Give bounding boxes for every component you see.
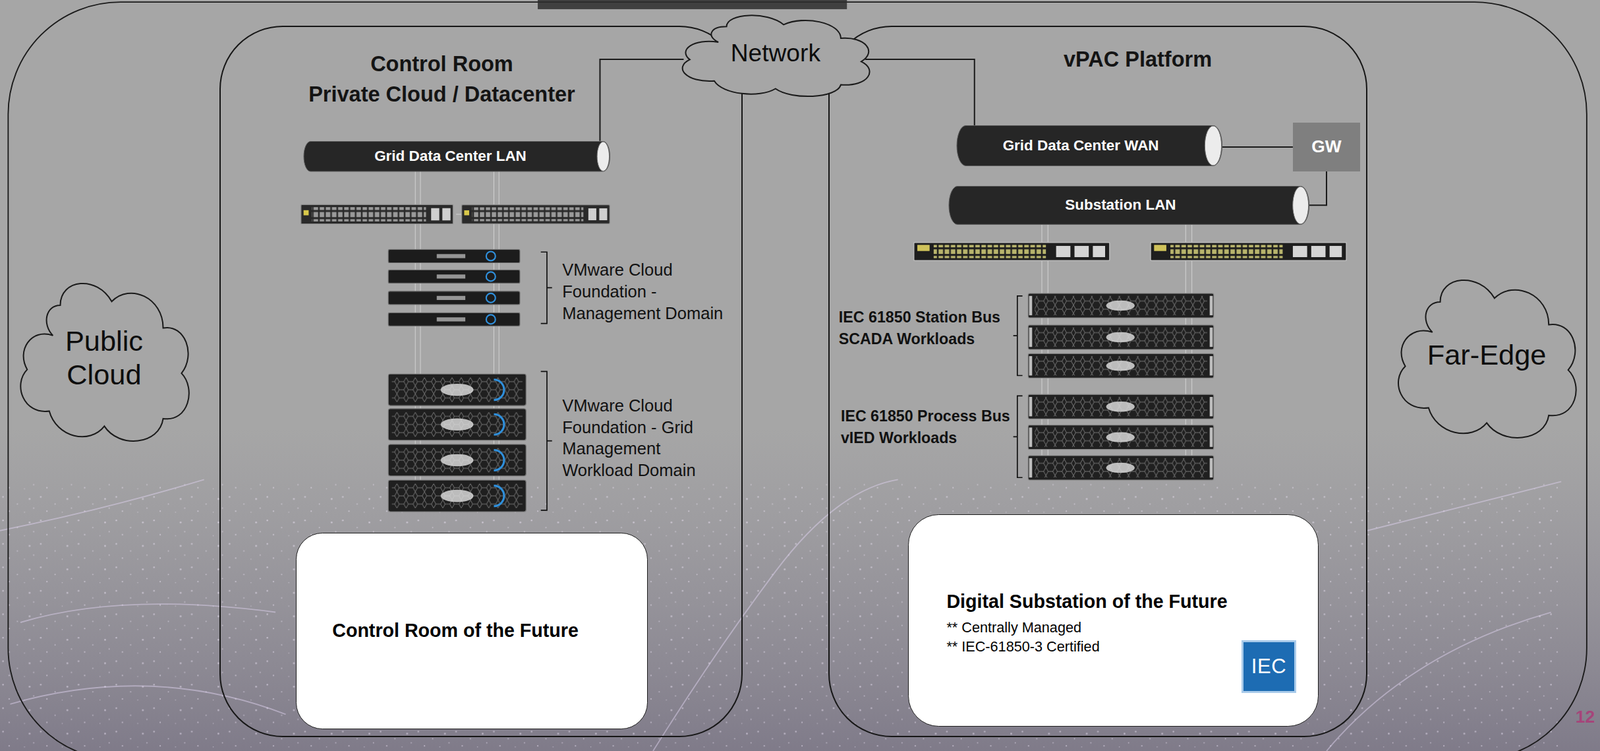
street-line [1326, 612, 1552, 751]
vision-box: Digital Substation of the Future ** Centr… [908, 514, 1318, 727]
cylinder-cap [597, 141, 610, 171]
vpac-panel: Grid Data Center WAN GW Substation LAN Digi… [828, 25, 1368, 737]
cylinder-cap [1292, 186, 1309, 225]
network-switch [914, 242, 1110, 261]
network-link [1222, 146, 1293, 148]
public-cloud: Public Cloud [12, 263, 197, 453]
far-edge-cloud: Far-Edge [1389, 260, 1584, 449]
page-number: 12 [1575, 706, 1595, 727]
node-text: Grid Data Center WAN [1002, 137, 1160, 155]
street-line [20, 603, 276, 623]
cylinder-body [956, 125, 1223, 167]
city-shade [0, 428, 1600, 751]
street-line [653, 479, 899, 751]
lan-bus-bar: Substation LAN [948, 185, 1310, 225]
server-2u [388, 373, 526, 406]
node-text: Network [730, 38, 821, 68]
node-text: Digital Substation of the Future [946, 590, 1228, 613]
server-1u [388, 312, 520, 326]
bracket [1013, 295, 1023, 376]
network-link [1309, 171, 1327, 205]
server-1u [388, 291, 520, 305]
server-1u [388, 269, 520, 283]
street-line [0, 479, 205, 530]
lan-bus-bar: Grid Data Center LAN [303, 141, 611, 172]
node-text: Public Cloud [46, 324, 161, 392]
group-label: VMware Cloud Foundation - Management Dom… [562, 258, 738, 324]
city-streets [0, 479, 1562, 751]
street-line [9, 685, 286, 714]
node-text: ** Centrally Managed [946, 617, 1082, 637]
network-switch [301, 204, 454, 224]
server-1u [388, 249, 520, 263]
server-2u [388, 408, 526, 441]
bracket [541, 371, 553, 510]
wan-bus-bar: Grid Data Center WAN [956, 125, 1223, 167]
cable [456, 213, 462, 215]
control-room-panel: Grid Data Center LAN Control Room of the … [219, 25, 743, 737]
node-text: Grid Data Center LAN [374, 147, 527, 165]
server-rack [1028, 324, 1214, 350]
server-rack [1028, 293, 1214, 318]
cloud-shape [682, 15, 870, 97]
network-switch [461, 204, 611, 225]
node-text: Control Room of the Future [332, 619, 579, 642]
outer-region [7, 1, 1587, 751]
node-text: Far-Edge [1427, 338, 1547, 372]
node-text: Substation LAN [1064, 196, 1176, 214]
server-2u [388, 444, 526, 476]
cloud-outline [12, 263, 197, 453]
group-brackets [541, 251, 1023, 511]
cylinder-cap [1205, 125, 1222, 166]
network-cloud: Network [673, 5, 878, 103]
gateway-box: GW [1292, 122, 1361, 172]
server-2u [388, 479, 526, 512]
network-link [865, 59, 975, 126]
cloud-shape [1398, 280, 1577, 438]
server-rack [1028, 425, 1214, 450]
cylinder-body [303, 141, 611, 171]
server-rack [1028, 394, 1214, 419]
node-text: vPAC Platform [984, 44, 1291, 75]
bracket [541, 251, 553, 323]
cloud-shape [20, 282, 189, 441]
workload-label: IEC 61850 Station Bus SCADA Workloads [838, 306, 1011, 350]
bracket [1013, 395, 1023, 478]
panel-title: Control RoomPrivate Cloud / Datacenter [278, 48, 606, 110]
workload-label: IEC 61850 Process Bus vIED Workloads [840, 405, 1013, 449]
node-text: Control Room [278, 48, 606, 80]
city-lights [0, 481, 1562, 751]
panel-title: vPAC Platform [984, 44, 1291, 75]
node-text: Private Cloud / Datacenter [278, 79, 606, 110]
node-text: GW [1311, 136, 1342, 157]
network-link [599, 59, 684, 142]
street-line [1367, 481, 1562, 530]
group-label: VMware Cloud Foundation - Grid Managemen… [562, 394, 708, 481]
top-tab [537, 0, 847, 10]
node-text: ** IEC-61850-3 Certified [946, 636, 1100, 656]
network-switch [1150, 242, 1347, 261]
vision-box: Control Room of the Future [295, 532, 648, 729]
server-rack [1028, 353, 1214, 378]
server-rack [1028, 455, 1214, 480]
cylinder-body [948, 185, 1310, 225]
iec-logo: IEC [1241, 639, 1296, 694]
